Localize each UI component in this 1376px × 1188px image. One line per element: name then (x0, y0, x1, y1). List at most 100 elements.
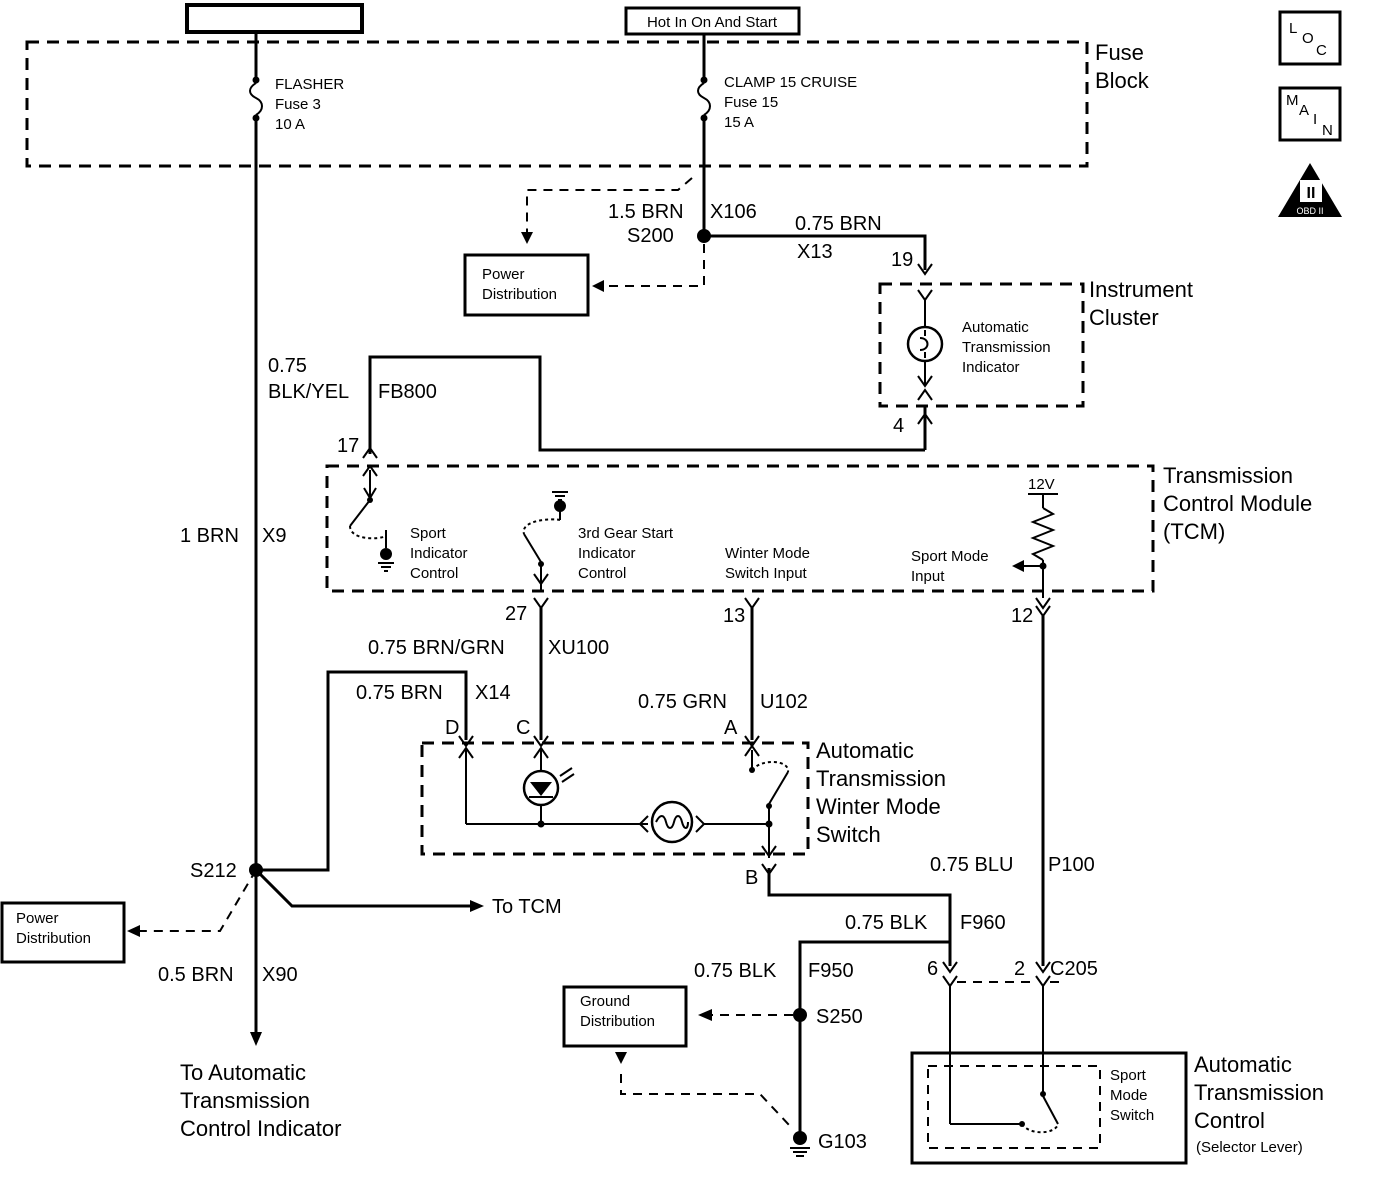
pin-19-label: 19 (891, 249, 913, 271)
wire-15brn-label: 1.5 BRN (608, 201, 684, 223)
fuse-15-name: CLAMP 15 CRUISE (724, 74, 857, 91)
pin-27-label: 27 (505, 603, 527, 625)
fb800-label: FB800 (378, 381, 437, 403)
arrow-left-icon (698, 1009, 712, 1021)
winter-mode-switch-outline (420, 741, 810, 856)
s212-label: S212 (190, 860, 237, 882)
pin-d-label: D (445, 717, 459, 739)
sport-mode-switch-icon (949, 986, 1059, 1134)
svg-text:Control: Control (578, 565, 626, 582)
third-gear-switch-icon (522, 491, 568, 590)
fuse-block-label: Fuse (1095, 40, 1144, 65)
s250-label: S250 (816, 1006, 863, 1028)
top-blank-box (185, 3, 364, 34)
svg-text:OBD II: OBD II (1296, 206, 1323, 216)
ground-distribution-box (562, 985, 688, 1048)
ground-distribution-line1: Ground (580, 993, 630, 1010)
svg-text:I: I (1313, 111, 1317, 128)
fuse-3-name: FLASHER (275, 76, 344, 93)
xu100-label: XU100 (548, 637, 609, 659)
pin-c-label: C (516, 717, 530, 739)
c205-label: C205 (1050, 958, 1098, 980)
svg-text:Block: Block (1095, 68, 1150, 93)
x14-label: X14 (475, 682, 511, 704)
g103-ground-icon (790, 1131, 810, 1157)
winter-input-line1: Winter Mode (725, 545, 810, 562)
wire-075grn-label: 0.75 GRN (638, 691, 727, 713)
power-distribution-top-box (463, 253, 590, 317)
svg-text:Control: Control (1194, 1108, 1265, 1133)
svg-text:Input: Input (911, 568, 945, 585)
wire-075brn-mid-label: 0.75 BRN (356, 682, 443, 704)
svg-text:Transmission: Transmission (180, 1088, 310, 1113)
svg-text:Control Module: Control Module (1163, 491, 1312, 516)
wire-075blk-f960-label: 0.75 BLK (845, 912, 928, 934)
pin-a-label: A (724, 717, 738, 739)
x90-label: X90 (262, 964, 298, 986)
arrow-down-icon (250, 1032, 262, 1046)
arrow-left-icon (127, 925, 140, 937)
pin-b-label: B (745, 867, 758, 889)
fuse-15-number: Fuse 15 (724, 94, 778, 111)
arrow-right-icon (470, 900, 484, 912)
sport-indicator-switch-icon (349, 464, 394, 572)
pullup-resistor-icon (1012, 493, 1058, 598)
pin-17-label: 17 (337, 435, 359, 457)
svg-text:Switch: Switch (1110, 1107, 1154, 1124)
svg-text:Distribution: Distribution (580, 1013, 655, 1030)
arrow-left-icon (592, 280, 604, 292)
svg-text:Transmission: Transmission (816, 766, 946, 791)
instrument-cluster-label: Instrument (1089, 277, 1193, 302)
sport-mode-switch-line1: Sport (1110, 1067, 1147, 1084)
svg-text:Control: Control (410, 565, 458, 582)
svg-text:Cluster: Cluster (1089, 305, 1159, 330)
sport-indicator-line1: Sport (410, 525, 447, 542)
svg-text:N: N (1322, 122, 1333, 139)
winter-switch-internals (458, 744, 789, 858)
pin-6-label: 6 (927, 958, 938, 980)
u102-label: U102 (760, 691, 808, 713)
svg-text:Indicator: Indicator (962, 359, 1020, 376)
to-tcm-label: To TCM (492, 896, 562, 918)
fuse-15-symbol (697, 34, 711, 122)
x106-label: X106 (710, 201, 757, 223)
f960-label: F960 (960, 912, 1006, 934)
wire-075blu-label: 0.75 BLU (930, 854, 1013, 876)
svg-text:Transmission: Transmission (962, 339, 1051, 356)
svg-text:Control Indicator: Control Indicator (180, 1116, 341, 1141)
main-icon: M A I N (1278, 86, 1342, 142)
pin-13-label: 13 (723, 605, 745, 627)
obd-ii-icon: II OBD II (1278, 163, 1342, 217)
winter-switch-label: Automatic (816, 738, 914, 763)
x9-label: X9 (262, 525, 286, 547)
f950-label: F950 (808, 960, 854, 982)
wire-075blk-f950-label: 0.75 BLK (694, 960, 777, 982)
svg-text:Indicator: Indicator (578, 545, 636, 562)
svg-text:II: II (1307, 185, 1316, 202)
s200-label: S200 (627, 225, 674, 247)
fuse-15-rating: 15 A (724, 114, 754, 131)
svg-text:L: L (1289, 20, 1297, 37)
to-ati-line1: To Automatic (180, 1060, 306, 1085)
tcm-label: Transmission (1163, 463, 1293, 488)
svg-text:Switch: Switch (816, 822, 881, 847)
arrow-down-icon (521, 232, 533, 244)
svg-text:Switch Input: Switch Input (725, 565, 808, 582)
wire-1brn-label: 1 BRN (180, 525, 239, 547)
svg-text:Winter Mode: Winter Mode (816, 794, 941, 819)
p100-label: P100 (1048, 854, 1095, 876)
x13-label: X13 (797, 241, 833, 263)
svg-text:Distribution: Distribution (16, 930, 91, 947)
wire-075-brngrn-label: 0.75 BRN/GRN (368, 637, 505, 659)
loc-icon: L O C (1278, 10, 1342, 66)
atc-label: Automatic (1194, 1052, 1292, 1077)
svg-text:Indicator: Indicator (410, 545, 468, 562)
power-distribution-top-line1: Power (482, 266, 525, 283)
tcm-outline (325, 464, 1155, 593)
ati-line1: Automatic (962, 319, 1029, 336)
svg-text:O: O (1302, 30, 1314, 47)
svg-text:(Selector Lever): (Selector Lever) (1196, 1139, 1303, 1156)
svg-text:A: A (1299, 102, 1309, 119)
instrument-cluster-outline (878, 282, 1085, 408)
